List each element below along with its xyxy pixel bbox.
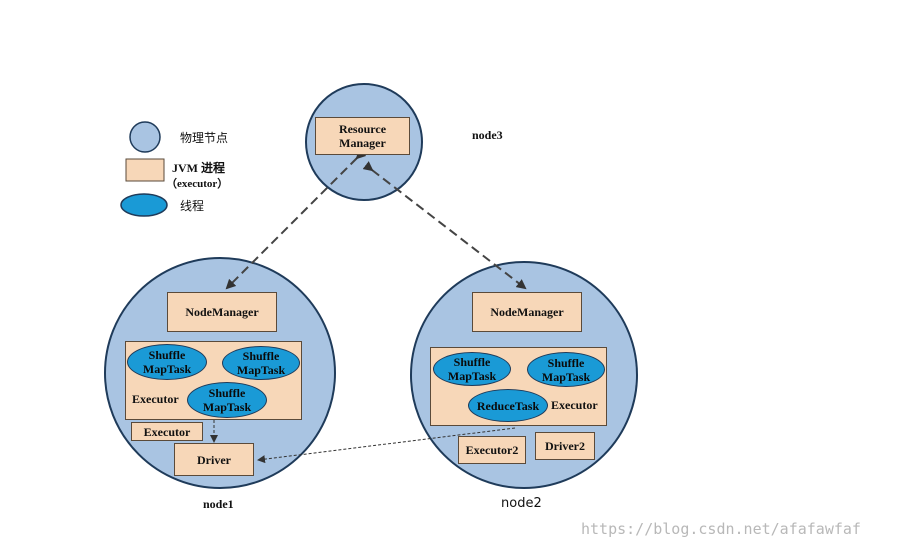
resource-manager-box: Resource Manager (315, 117, 410, 155)
node2-thread-shuffle-maptask-2: Shuffle MapTask (527, 352, 605, 387)
node1-thread-shuffle-maptask-2: Shuffle MapTask (222, 346, 300, 380)
node1-nodemanager-box: NodeManager (167, 292, 277, 332)
node2-executor-driver-arrow (257, 427, 516, 464)
legend-jvm-process-label: JVM 进程 (172, 161, 225, 175)
legend-physical-node-label: 物理节点 (180, 131, 229, 145)
node3-label: node3 (472, 128, 503, 142)
node2-thread-reducetask: ReduceTask (468, 389, 548, 422)
node2-executor2-box: Executor2 (458, 436, 526, 464)
rm-nm1-arrow (225, 148, 367, 290)
node2-thread-shuffle-maptask-1: Shuffle MapTask (433, 352, 511, 386)
node2-executor-label: Executor (551, 398, 598, 412)
node2-driver2-box: Driver2 (535, 432, 595, 460)
legend-node-symbol (129, 121, 161, 153)
node2-nodemanager-box: NodeManager (472, 292, 582, 332)
node2-label: node2 (501, 496, 542, 511)
node1-executor-box: Executor (131, 422, 203, 441)
legend-executor-label: （executor） (166, 178, 229, 190)
node1-executor-label: Executor (132, 392, 179, 406)
node1-driver-box: Driver (174, 443, 254, 476)
watermark-url: https://blog.csdn.net/afafawfaf (581, 520, 861, 538)
node1-label: node1 (203, 497, 234, 511)
legend-thread-symbol (120, 193, 168, 217)
legend-thread-label: 线程 (180, 199, 205, 213)
node1-thread-shuffle-maptask-1: Shuffle MapTask (127, 344, 207, 380)
legend-process-symbol (125, 158, 165, 182)
node1-thread-shuffle-maptask-3: Shuffle MapTask (187, 382, 267, 418)
rm-nm2-arrow (362, 161, 527, 290)
